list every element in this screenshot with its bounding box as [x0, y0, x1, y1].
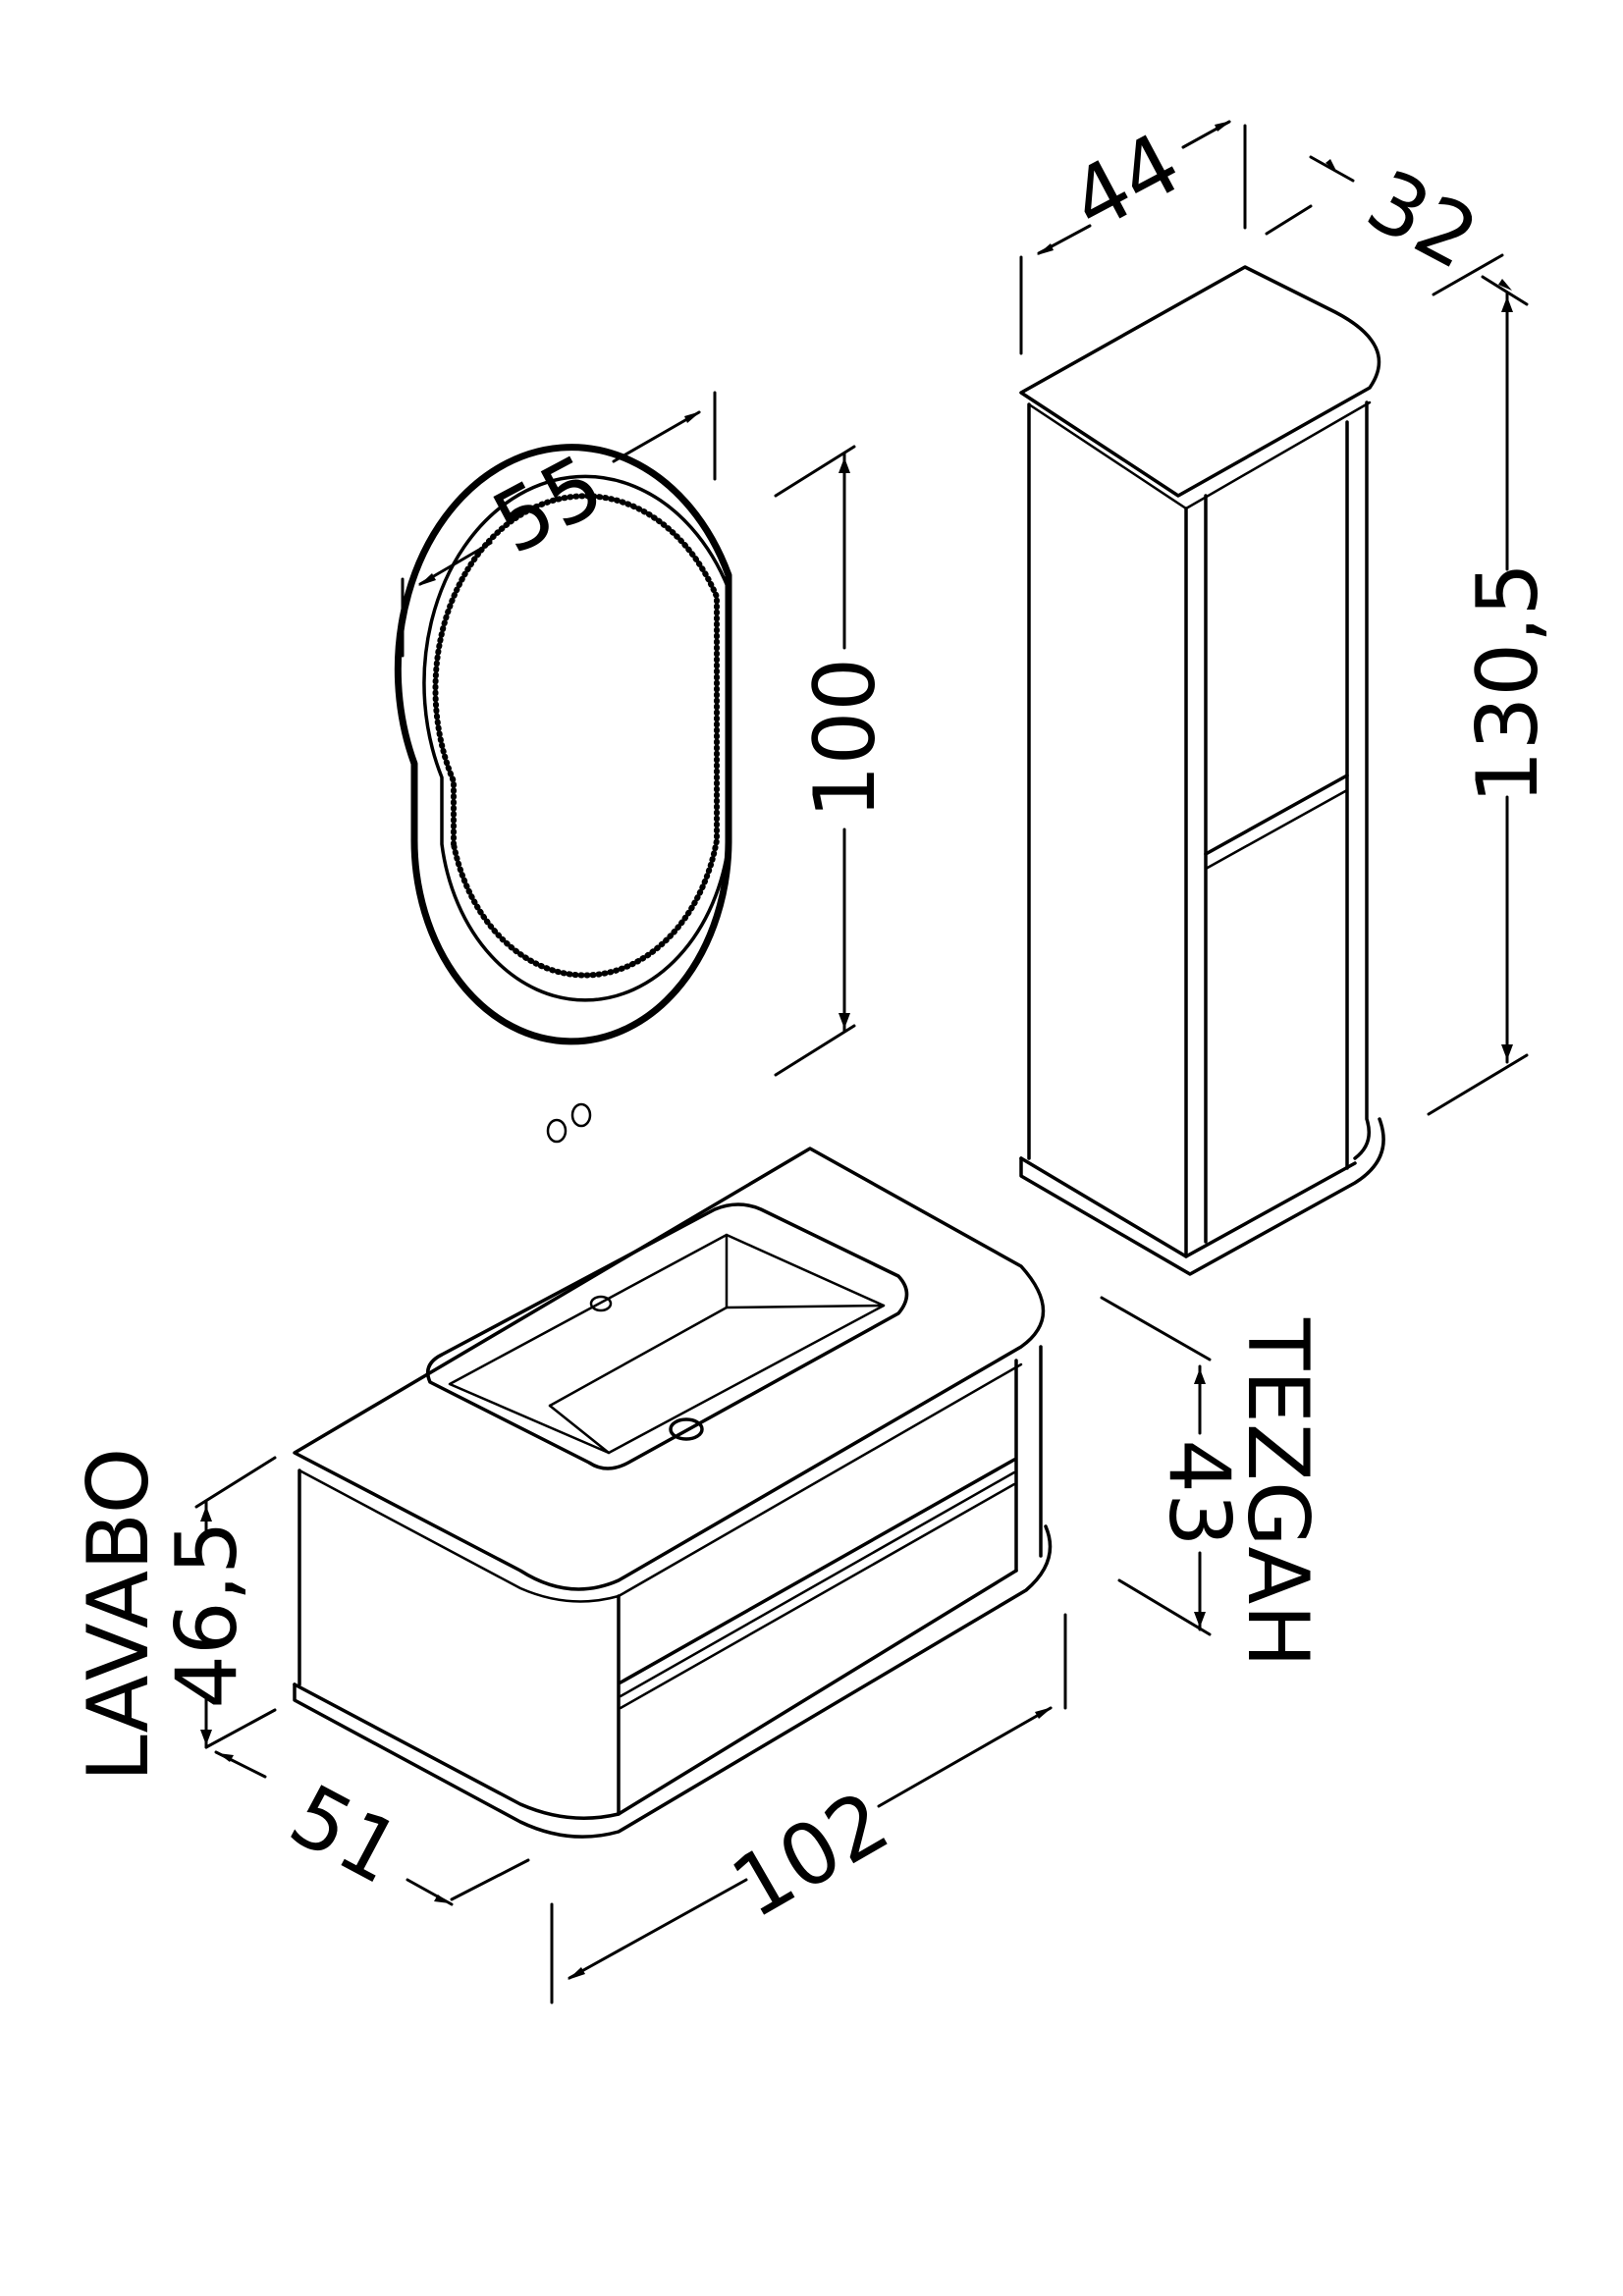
- tall-unit-width-label: 44: [1055, 115, 1197, 252]
- basin-height-label: 46,5: [158, 1521, 256, 1708]
- counter-label: TEZGAH: [1228, 1317, 1326, 1668]
- touch-sensor-icon: [546, 1118, 568, 1144]
- tap-hole-icon: [589, 1295, 613, 1312]
- basin-label: LAVABO: [70, 1448, 168, 1783]
- mirror-width-label: 55: [478, 437, 620, 574]
- mirror-height-label: 100: [796, 658, 894, 819]
- cabinet-depth-label: 51: [275, 1767, 416, 1904]
- tall-unit-height-label: 130,5: [1459, 562, 1557, 804]
- basin-cabinet: [293, 1147, 1053, 1839]
- tall-unit-depth-label: 32: [1352, 152, 1493, 290]
- drain-icon: [669, 1417, 704, 1441]
- cabinet-width-label: 102: [716, 1773, 904, 1939]
- oval-led-mirror: [394, 444, 732, 1144]
- tall-cabinet: [1019, 265, 1385, 1276]
- counter-height-label: 43: [1150, 1439, 1248, 1546]
- touch-sensor-icon: [570, 1102, 592, 1128]
- dimension-lines: [194, 120, 1529, 2004]
